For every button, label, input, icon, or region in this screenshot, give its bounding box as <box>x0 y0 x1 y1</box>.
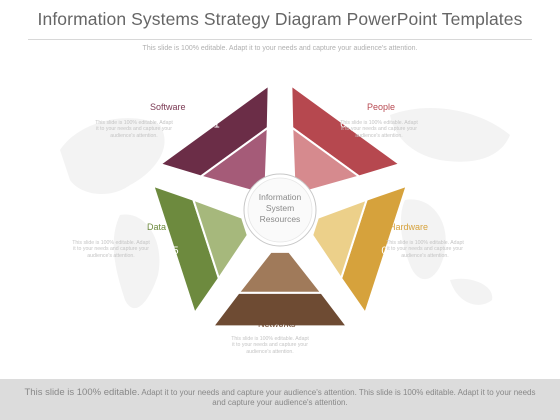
desc-networks: This slide is 100% editable. Adapt it to… <box>231 336 309 355</box>
world-map-background <box>60 107 510 309</box>
desc-people: This slide is 100% editable. Adapt it to… <box>340 120 418 139</box>
center-label-line2: System <box>266 203 294 213</box>
separator-line <box>313 170 409 207</box>
slide-subtitle: This slide is 100% editable. Adapt it to… <box>142 45 418 52</box>
segment-number-data: 05 <box>166 245 178 257</box>
segment-number-hardware: 03 <box>381 245 393 257</box>
label-people: People <box>367 102 396 112</box>
footer-text-block: This slide is 100% editable. Adapt it to… <box>20 388 540 408</box>
center-circle-inner <box>247 177 313 243</box>
footer-lead: This slide is 100% editable. <box>24 387 140 398</box>
footer-text: Adapt it to your needs and capture your … <box>141 388 536 407</box>
title-divider <box>28 39 532 40</box>
separator-line <box>198 242 262 326</box>
label-software: Software <box>150 102 186 112</box>
segment-number-software: 01 <box>207 119 219 131</box>
label-hardware: Hardware <box>389 222 429 232</box>
footer-bar: This slide is 100% editable. Adapt it to… <box>0 379 560 420</box>
slide-title: Information Systems Strategy Diagram Pow… <box>37 9 523 29</box>
desc-software: This slide is 100% editable. Adapt it to… <box>95 120 173 139</box>
separator-line <box>298 242 362 326</box>
label-data: Data <box>147 222 167 232</box>
segment-inner-networks <box>236 250 324 294</box>
separator-line <box>151 170 247 207</box>
segment-inner-hardware <box>311 198 369 281</box>
segment-inner-data <box>191 198 249 281</box>
desc-data: This slide is 100% editable. Adapt it to… <box>72 240 150 259</box>
segment-number-networks: 04 <box>274 323 286 335</box>
label-networks: Networks <box>258 319 296 329</box>
segment-number-people: 02 <box>340 119 352 131</box>
center-label-line3: Resources <box>260 214 301 224</box>
center-label-line1: Information <box>259 192 302 202</box>
desc-hardware: This slide is 100% editable. Adapt it to… <box>386 240 464 259</box>
